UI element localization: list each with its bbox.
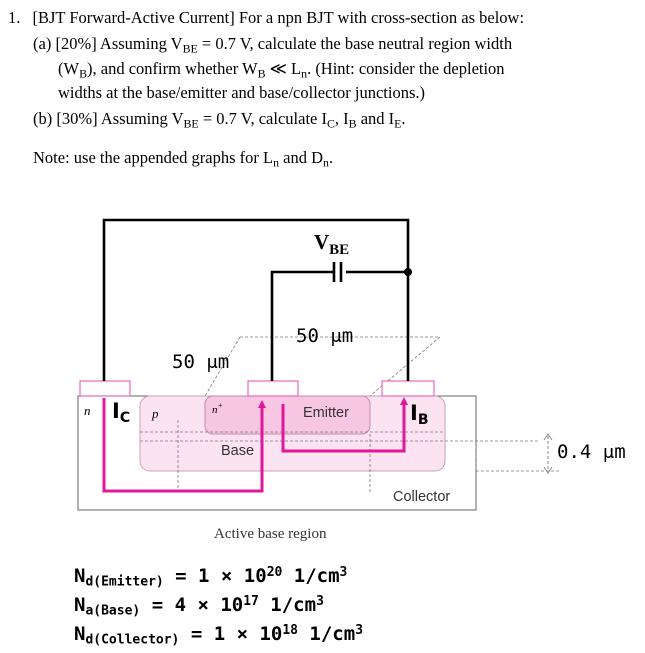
question-title-line: 1. [BJT Forward-Active Current] For a np… <box>8 7 524 30</box>
vbe-label: VBE <box>314 230 349 258</box>
vbe-subscript: BE <box>182 41 198 56</box>
part-a-text: = 0.7 V, calculate the base neutral regi… <box>197 34 513 53</box>
part-a-text: (W <box>58 59 80 78</box>
doping-subscript: d(Emitter) <box>85 574 164 590</box>
part-a-line-1: (a) [20%] Assuming VBE = 0.7 V, calculat… <box>33 33 512 56</box>
vbe-label-subscript: BE <box>329 242 349 258</box>
nplus-superscript: + <box>218 401 223 410</box>
ic-label: IC <box>112 399 130 426</box>
base-contact <box>381 380 435 397</box>
question-number: 1. <box>8 8 21 27</box>
part-b-line: (b) [30%] Assuming VBE = 0.7 V, calculat… <box>33 108 406 131</box>
doping-value: = 4 × 10 <box>140 594 244 616</box>
part-a-text: . (Hint: consider the depletion <box>307 59 505 78</box>
collector-label: Collector <box>393 489 450 505</box>
note-text: . <box>328 148 334 167</box>
ib-label: IB <box>410 401 429 428</box>
part-b-text: = 0.7 V, calculate I <box>198 109 327 128</box>
depth-label: 0.4 μm <box>557 441 626 463</box>
part-b-label: (b) <box>33 109 53 128</box>
part-a-line-3: widths at the base/emitter and base/coll… <box>58 83 426 102</box>
part-a-text: ), and confirm whether W <box>87 59 258 78</box>
depth-dimension <box>543 433 553 474</box>
part-b-text: . <box>401 109 406 128</box>
doping-unit: 1/cm <box>282 565 340 587</box>
p-region-label: p <box>151 406 159 421</box>
active-base-region-label: Active base region <box>214 526 327 542</box>
wire-junction <box>404 268 412 276</box>
part-a-text: [20%] Assuming V <box>55 34 183 53</box>
note-text: and D <box>279 148 324 167</box>
ic-label-subscript: C <box>120 410 130 426</box>
doping-unit-exponent: 3 <box>339 565 348 581</box>
doping-unit: 1/cm <box>258 594 317 616</box>
collector-doping: Nd(Collector) = 1 × 1018 1/cm3 <box>74 623 364 648</box>
n-region-label: n <box>84 403 91 418</box>
width-left-label: 50 μm <box>172 351 229 373</box>
base-doping: Na(Base) = 4 × 1017 1/cm3 <box>74 594 324 619</box>
doping-exponent: 20 <box>266 565 283 581</box>
ib-label-subscript: B <box>418 412 429 428</box>
part-a-line-2: (WB), and confirm whether WB ≪ Ln. (Hint… <box>58 58 505 81</box>
vbe-subscript: BE <box>183 116 199 131</box>
ib-subscript: B <box>348 116 357 131</box>
note-text: Note: use the appended graphs for L <box>33 148 274 167</box>
doping-exponent: 17 <box>243 594 259 610</box>
doping-symbol: N <box>74 565 86 587</box>
emitter-doping: Nd(Emitter) = 1 × 1020 1/cm3 <box>74 565 348 590</box>
emitter-contact <box>247 380 299 397</box>
collector-contact <box>79 380 131 397</box>
width-top-label: 50 μm <box>296 325 353 347</box>
doping-subscript: a(Base) <box>85 603 141 619</box>
wb-subscript: B <box>257 66 266 81</box>
ie-subscript: E <box>394 116 402 131</box>
doping-subscript: d(Collector) <box>85 632 180 648</box>
doping-unit-exponent: 3 <box>355 623 364 639</box>
note-line: Note: use the appended graphs for Ln and… <box>33 147 333 170</box>
part-a-text: ≪ L <box>265 59 302 78</box>
doping-symbol: N <box>74 623 86 645</box>
doping-unit-exponent: 3 <box>316 594 324 610</box>
nplus-label: n+ <box>212 401 223 416</box>
doping-symbol: N <box>74 594 86 616</box>
doping-exponent: 18 <box>282 623 298 639</box>
ln-subscript: n <box>273 155 280 170</box>
dn-subscript: n <box>323 155 329 170</box>
current-paths <box>102 397 408 493</box>
emitter-label: Emitter <box>303 405 349 421</box>
base-label: Base <box>221 443 254 459</box>
doping-value: = 1 × 10 <box>163 565 267 587</box>
wb-subscript: B <box>79 66 87 81</box>
part-b-text: and I <box>356 109 395 128</box>
external-wiring <box>102 218 410 381</box>
part-a-label: (a) <box>33 34 52 53</box>
question-title: [BJT Forward-Active Current] For a npn B… <box>32 8 525 27</box>
part-b-text: , I <box>334 109 349 128</box>
doping-value: = 1 × 10 <box>179 623 283 645</box>
part-b-text: [30%] Assuming V <box>56 109 184 128</box>
ic-subscript: C <box>326 116 335 131</box>
doping-unit: 1/cm <box>297 623 356 645</box>
ln-subscript: n <box>301 66 308 81</box>
